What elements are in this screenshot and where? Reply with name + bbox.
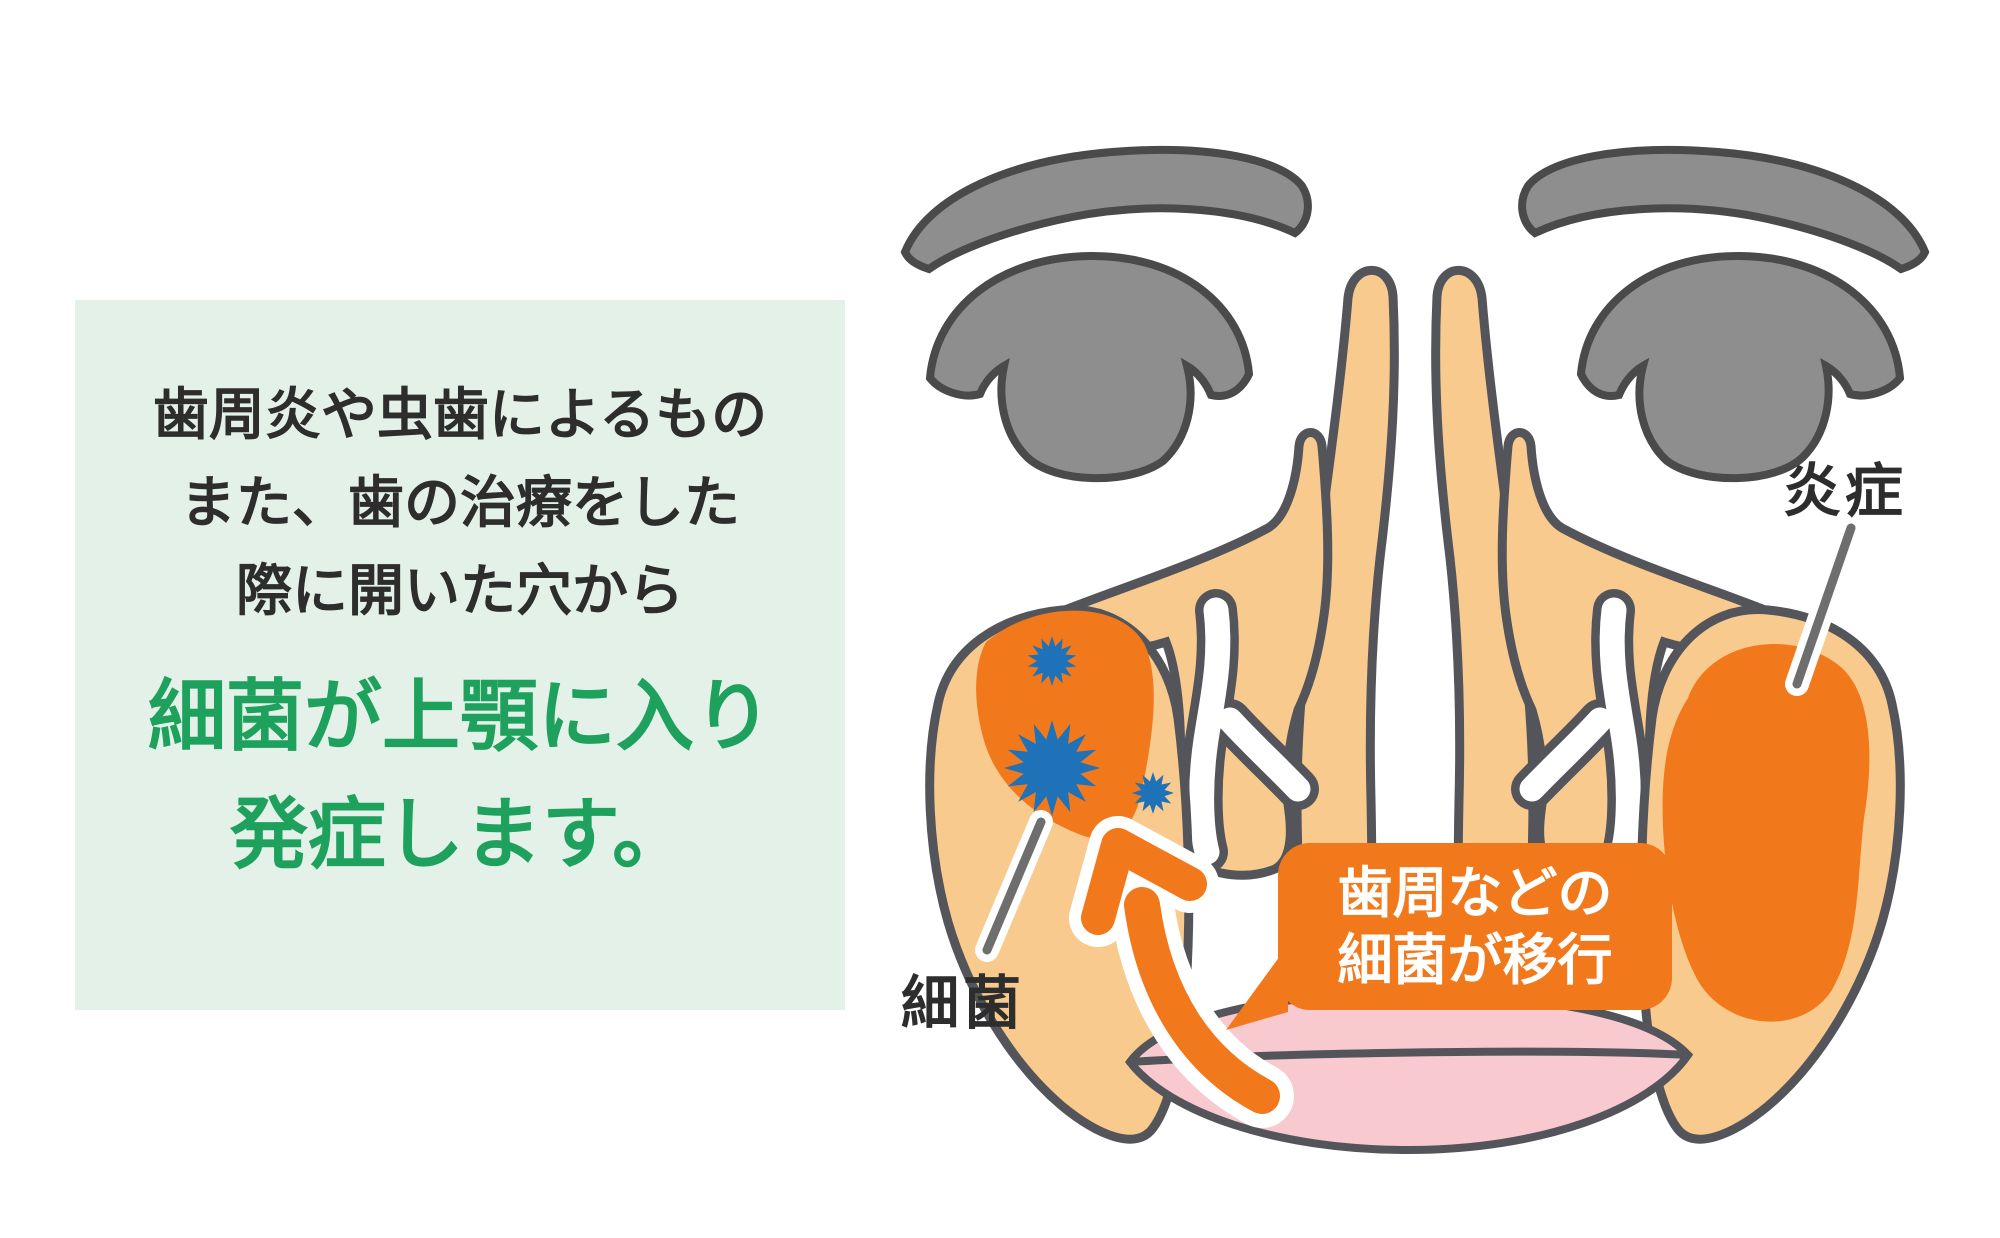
airway-channel-left <box>1180 589 1319 873</box>
bacteria-icons <box>1004 636 1174 816</box>
explanation-panel: 歯周炎や虫歯によるもの また、歯の治療をした 際に開いた穴から 細菌が上顎に入り… <box>75 300 845 1010</box>
bacteria-pointer-line <box>975 810 1053 962</box>
explanation-line: 際に開いた穴から <box>235 559 684 624</box>
explanation-text: 歯周炎や虫歯によるもの また、歯の治療をした 際に開いた穴から <box>153 372 767 636</box>
bacteria-label: 細菌 <box>901 969 1026 1037</box>
explanation-line: また、歯の治療をした <box>179 471 740 536</box>
inflammation-pointer-line <box>1785 516 1863 696</box>
left-eyebrow <box>900 145 1312 274</box>
bacteria-star-icon <box>1004 720 1100 816</box>
right-eye <box>1576 251 1905 483</box>
callout-tail <box>1226 945 1288 1030</box>
callout-text: 歯周などの 細菌が移行 <box>1278 843 1672 1010</box>
migration-arrow <box>1069 816 1294 1128</box>
callout-line2: 細菌が移行 <box>1337 927 1613 992</box>
callout-line1: 歯周などの <box>1337 860 1613 925</box>
explanation-highlight: 細菌が上顎に入り 発症します。 <box>148 658 772 894</box>
explanation-highlight-line: 細菌が上顎に入り <box>147 672 772 762</box>
inflamed-area-right <box>1662 644 1870 1022</box>
bacteria-star-icon <box>1132 772 1174 814</box>
inflammation-label: 炎症 <box>1783 457 1908 525</box>
callout-bubble <box>1226 843 1672 1030</box>
bacteria-star-icon <box>1027 636 1077 686</box>
airway-channel-right <box>1511 589 1650 873</box>
explanation-highlight-line: 発症します。 <box>229 790 691 880</box>
left-eye <box>925 251 1254 483</box>
callout-box <box>1278 843 1672 1010</box>
right-eyebrow <box>1518 145 1930 274</box>
explanation-line: 歯周炎や虫歯によるもの <box>152 383 768 448</box>
